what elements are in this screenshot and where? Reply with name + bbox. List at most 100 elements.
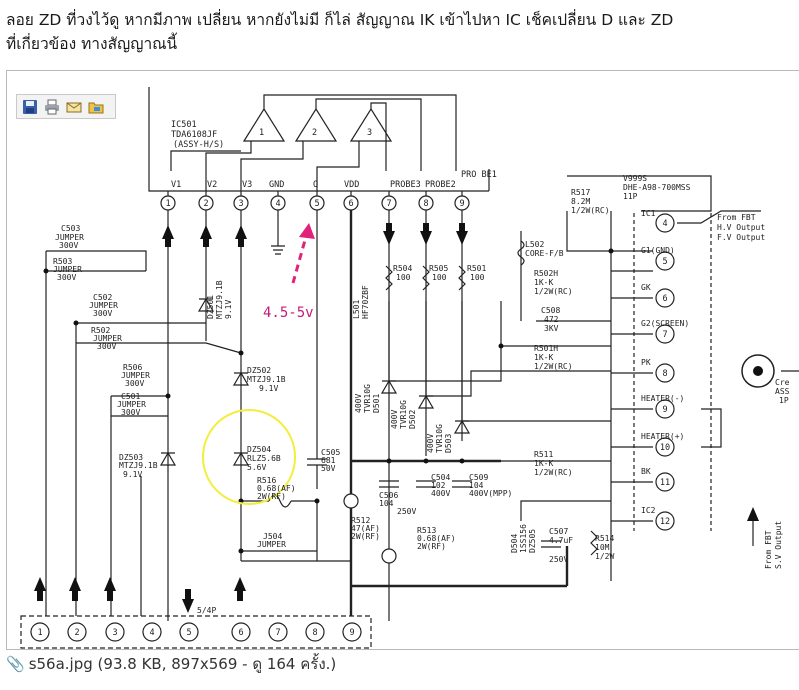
c503-a: JUMPER (55, 233, 84, 242)
socket-row-4-num: 7 (662, 330, 667, 340)
d501-name: D501 (372, 394, 381, 413)
r502-a: JUMPER (93, 334, 122, 343)
l501-a: HF70ZBF (361, 285, 370, 319)
c506-name: C506 (379, 491, 398, 500)
r501h-b: 1/2W(RC) (534, 362, 573, 371)
schematic-diagram: IC501 TDA6108JF (ASSY-H/S) 1 2 3 V1 V2 V… (20, 87, 799, 649)
conn-pin-6: 6 (238, 628, 243, 638)
dz501-v: 9.1V (224, 300, 233, 319)
r502h-b: 1/2W(RC) (534, 287, 573, 296)
socket-pins: 11P (623, 192, 638, 201)
socket-row-8-num: 11 (660, 478, 670, 488)
d501-b: 400V (354, 394, 363, 413)
pin-label-2: V2 (207, 180, 217, 190)
l502-a: CORE-F/B (525, 249, 564, 258)
edge-label-b: ASS (775, 387, 790, 396)
attachment-clip-icon: 📎 (6, 655, 25, 673)
pin-label-1: V1 (171, 180, 181, 190)
voltage-annotation: 4.5-5v (263, 305, 314, 321)
image-frame: IC501 TDA6108JF (ASSY-H/S) 1 2 3 V1 V2 V… (6, 70, 799, 650)
c509-a: 104 (469, 481, 484, 490)
socket-row-6-num: 9 (662, 405, 667, 415)
r501h-name: R501H (534, 344, 558, 353)
edge-label-a: Cre (775, 378, 790, 387)
r516-b: 2W(RF) (257, 492, 286, 501)
c504-a: 102 (431, 481, 446, 490)
d504-name: D504 (510, 534, 519, 553)
socket-row-9-num: 12 (660, 517, 670, 527)
dz501-name: DZ501 (206, 295, 215, 319)
conn-pin-9: 9 (349, 628, 354, 638)
r514-name: R514 (595, 534, 614, 543)
socket-row-1-label: IC1 (641, 209, 656, 218)
r501h-a: 1K-K (534, 353, 553, 362)
dz503-v: 9.1V (123, 470, 142, 479)
print-icon[interactable] (43, 98, 61, 116)
c504-name: C504 (431, 473, 450, 482)
dz503-name: DZ503 (119, 453, 143, 462)
save-icon[interactable] (21, 98, 39, 116)
r502h-name: R502H (534, 269, 558, 278)
fbt-bottom-2: S.V Output (774, 521, 783, 569)
email-icon[interactable] (65, 98, 83, 116)
r503-name: R503 (53, 257, 72, 266)
r502-name: R502 (91, 326, 110, 335)
dz501-part: MTZJ9.1B (215, 280, 224, 319)
r517-a: 8.2M (571, 197, 590, 206)
c505-name: C505 (321, 448, 340, 457)
l501-name: L501 (352, 300, 361, 319)
ic-part: TDA6108JF (171, 130, 217, 140)
ic-name: IC501 (171, 120, 197, 130)
c502-a: JUMPER (89, 301, 118, 310)
dz502-part: MTZJ9.1B (247, 375, 286, 384)
c507-name: C507 (549, 527, 568, 536)
image-toolbar (16, 94, 116, 119)
r506-name: R506 (123, 363, 142, 372)
c509-b: 400V(MPP) (469, 489, 512, 498)
attachment-filename[interactable]: s56a.jpg (28, 655, 93, 673)
pin-label-8: PROBE2 (425, 180, 456, 190)
dz502-name: DZ502 (247, 366, 271, 375)
folder-icon[interactable] (87, 98, 105, 116)
socket-row-5-num: 8 (662, 369, 667, 379)
r512-name: R512 (351, 516, 370, 525)
c508-b: 3KV (544, 324, 559, 333)
r503-b: 300V (57, 273, 76, 282)
r511-b: 1/2W(RC) (534, 468, 573, 477)
socket-row-1-num: 4 (662, 219, 667, 229)
conn-pin-5: 5 (186, 628, 191, 638)
c505-b: 50V (321, 464, 336, 473)
r501-a: 100 (470, 273, 485, 282)
dz503-part: MTZJ9.1B (119, 461, 158, 470)
c506-a: 104 (379, 499, 394, 508)
amp-1: 1 (259, 128, 264, 138)
socket-row-2-label: G1(GND) (641, 246, 675, 255)
r512-a: 47(AF) (351, 524, 380, 533)
fbt-top-1: From FBT (717, 213, 756, 222)
c509-name: C509 (469, 473, 488, 482)
pin-num-5: 5 (314, 199, 319, 209)
r502-b: 300V (97, 342, 116, 351)
r504-a: 100 (396, 273, 411, 282)
dz504-name: DZ504 (247, 445, 271, 454)
pin-label-9: PRO BE1 (461, 170, 497, 180)
post-line-1: ลอย ZD ที่วงไว้ดู หากมีภาพ เปลี่ยน หากยั… (6, 11, 674, 29)
d503-b: 400V (426, 434, 435, 453)
c507-b: 250V (549, 555, 568, 564)
c501-name: C501 (121, 392, 140, 401)
socket-row-8-label: BK (641, 467, 651, 476)
c504-b: 400V (431, 489, 450, 498)
c505-a: 681 (321, 456, 336, 465)
r514-b: 1/2W (595, 552, 614, 561)
socket-row-6-label: HEATER(-) (641, 394, 684, 403)
r505-name: R505 (429, 264, 448, 273)
edge-label-c: 1P (779, 396, 789, 405)
conn-pin-3: 3 (112, 628, 117, 638)
pin-num-4: 4 (275, 199, 280, 209)
r514-a: 10M (595, 543, 610, 552)
d504-a: 1SS156 (519, 524, 528, 553)
r502h-a: 1K-K (534, 278, 553, 287)
pin-label-6: VDD (344, 180, 359, 190)
d503-name: D503 (444, 434, 453, 453)
fbt-bottom-1: From FBT (764, 530, 773, 569)
